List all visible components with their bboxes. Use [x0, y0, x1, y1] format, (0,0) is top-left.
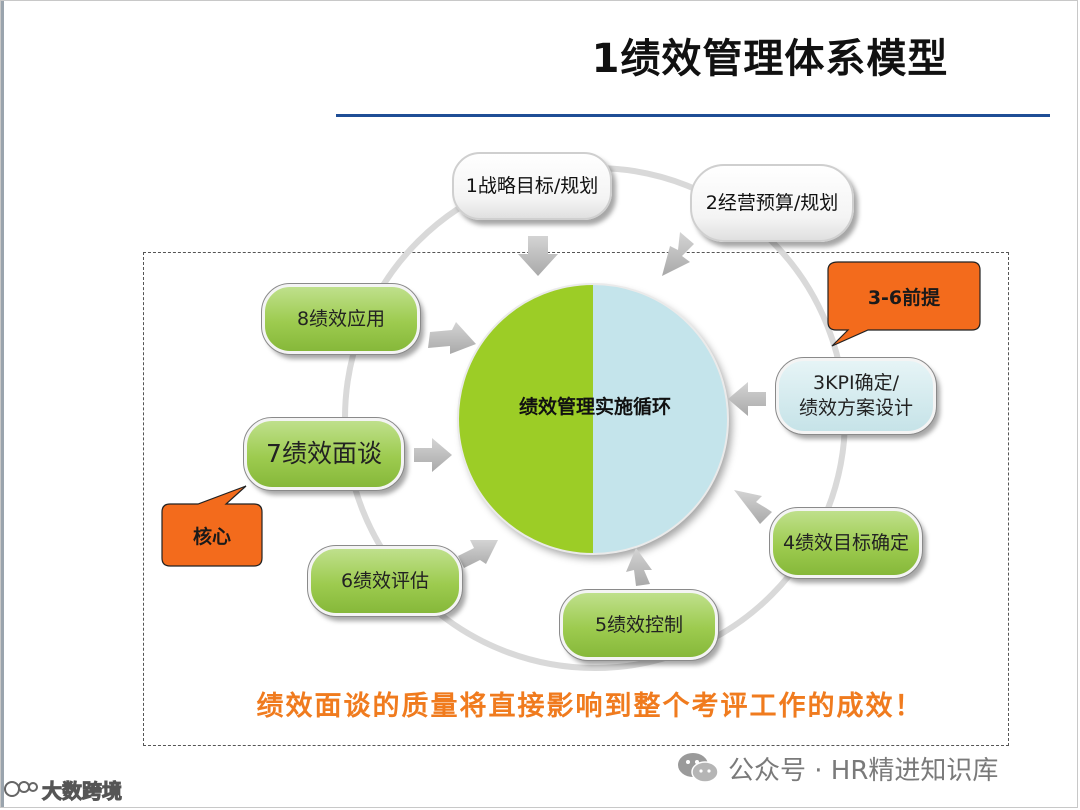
dashed-boundary-box: [143, 252, 1009, 746]
arrow-from-n3: [728, 382, 766, 416]
watermark: 公众号 · HR精进知识库: [676, 748, 1056, 788]
center-circle: [458, 284, 728, 554]
node-2-budget: 2经营预算/规划: [690, 164, 854, 242]
node-7-label: 7绩效面谈: [266, 438, 382, 468]
left-edge-strip: [0, 0, 4, 808]
arrow-from-n6: [458, 540, 498, 568]
center-circle-label: 绩效管理实施循环: [518, 396, 671, 418]
corner-watermark-text: 大数跨境: [42, 778, 123, 803]
watermark-text: 公众号 · HR精进知识库: [728, 755, 999, 786]
node-3-kpi-design: 3KPI确定/ 绩效方案设计: [775, 357, 937, 435]
node-1-label: 1战略目标/规划: [465, 174, 599, 197]
node-6-label: 6绩效评估: [340, 569, 430, 592]
center-circle-right-half: [593, 284, 728, 554]
node-3-label-line1: 3KPI确定/: [812, 372, 899, 395]
node-7-interview: 7绩效面谈: [243, 417, 405, 491]
callout-core-shape: [161, 485, 263, 567]
node-4-target: 4绩效目标确定: [769, 507, 923, 579]
node-1-strategy: 1战略目标/规划: [452, 152, 612, 220]
node-5-control: 5绩效控制: [559, 589, 719, 661]
page-title: 1绩效管理体系模型: [591, 36, 949, 82]
arrow-from-n4: [734, 490, 772, 524]
bottom-emphasis-note: 绩效面谈的质量将直接影响到整个考评工作的成效！: [256, 691, 924, 722]
arrow-from-n7: [414, 438, 452, 472]
center-circle-left-half: [458, 284, 593, 554]
node-4-label: 4绩效目标确定: [782, 531, 910, 554]
title-underline: [336, 114, 1050, 117]
wechat-icon: [678, 753, 719, 783]
arrow-from-n8: [428, 322, 476, 354]
arrow-from-n1: [518, 236, 558, 276]
arrow-from-n2: [662, 232, 694, 276]
node-8-label: 8绩效应用: [296, 307, 386, 330]
node-6-evaluation: 6绩效评估: [307, 545, 463, 617]
corner-logo-icon: [4, 781, 38, 797]
corner-watermark: 大数跨境: [4, 772, 154, 806]
callout-premise-shape: [827, 261, 981, 347]
node-2-label: 2经营预算/规划: [705, 191, 839, 214]
callout-premise-text: 3-6前提: [867, 286, 941, 309]
node-5-label: 5绩效控制: [594, 613, 684, 636]
node-3-label-line2: 绩效方案设计: [798, 397, 913, 419]
arrow-from-n5: [626, 548, 652, 586]
callout-core-text: 核心: [192, 525, 231, 548]
node-8-application: 8绩效应用: [261, 283, 421, 355]
